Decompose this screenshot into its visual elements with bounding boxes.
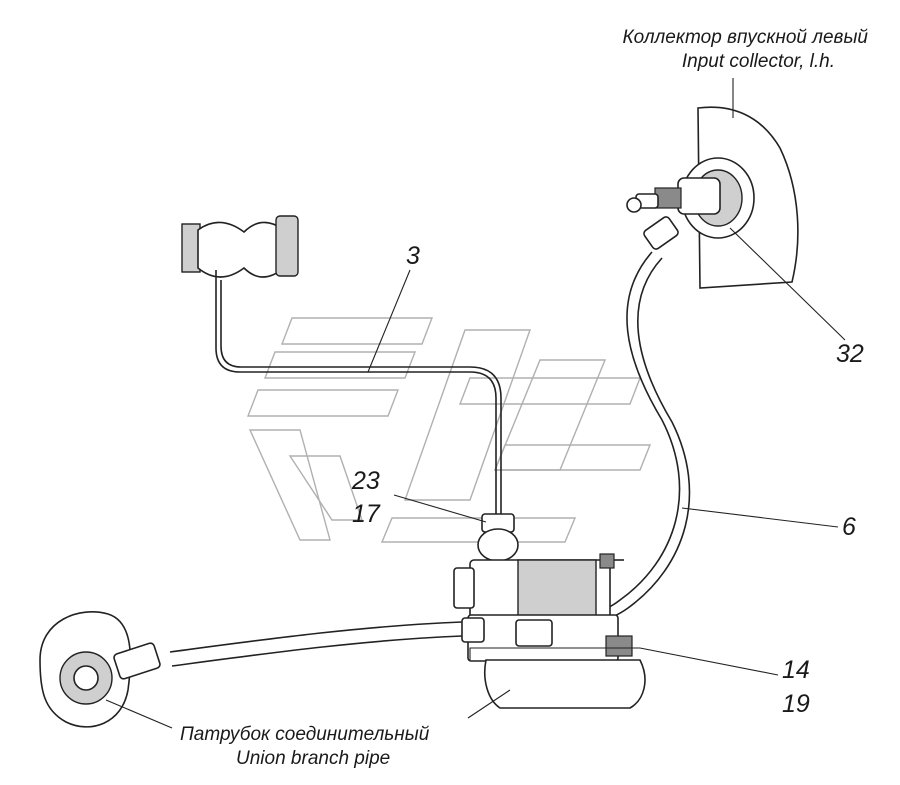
mount-bracket [469,647,646,709]
tube-3 [215,280,497,515]
callout-19: 19 [782,690,810,718]
callout-17: 17 [352,500,381,528]
solenoid-valve [453,513,633,662]
union-branch-pipe [39,611,161,728]
callout-3: 3 [406,242,420,270]
logo-watermark-icon [246,317,652,543]
pipe-caption-ru: Патрубок соединительный [180,724,430,745]
branch-hose [169,621,463,653]
callout-23: 23 [351,467,380,495]
collector-caption-en: Input collector, l.h. [682,51,835,72]
callout-6: 6 [842,513,856,541]
callout-14: 14 [782,656,810,684]
collector-caption-ru: Коллектор впускной левый [622,27,868,48]
leader-lines [105,227,846,729]
sensor-bellows [181,215,299,280]
callout-32: 32 [836,340,864,368]
collector-fitting [626,157,755,250]
pipe-caption-en: Union branch pipe [236,748,390,769]
